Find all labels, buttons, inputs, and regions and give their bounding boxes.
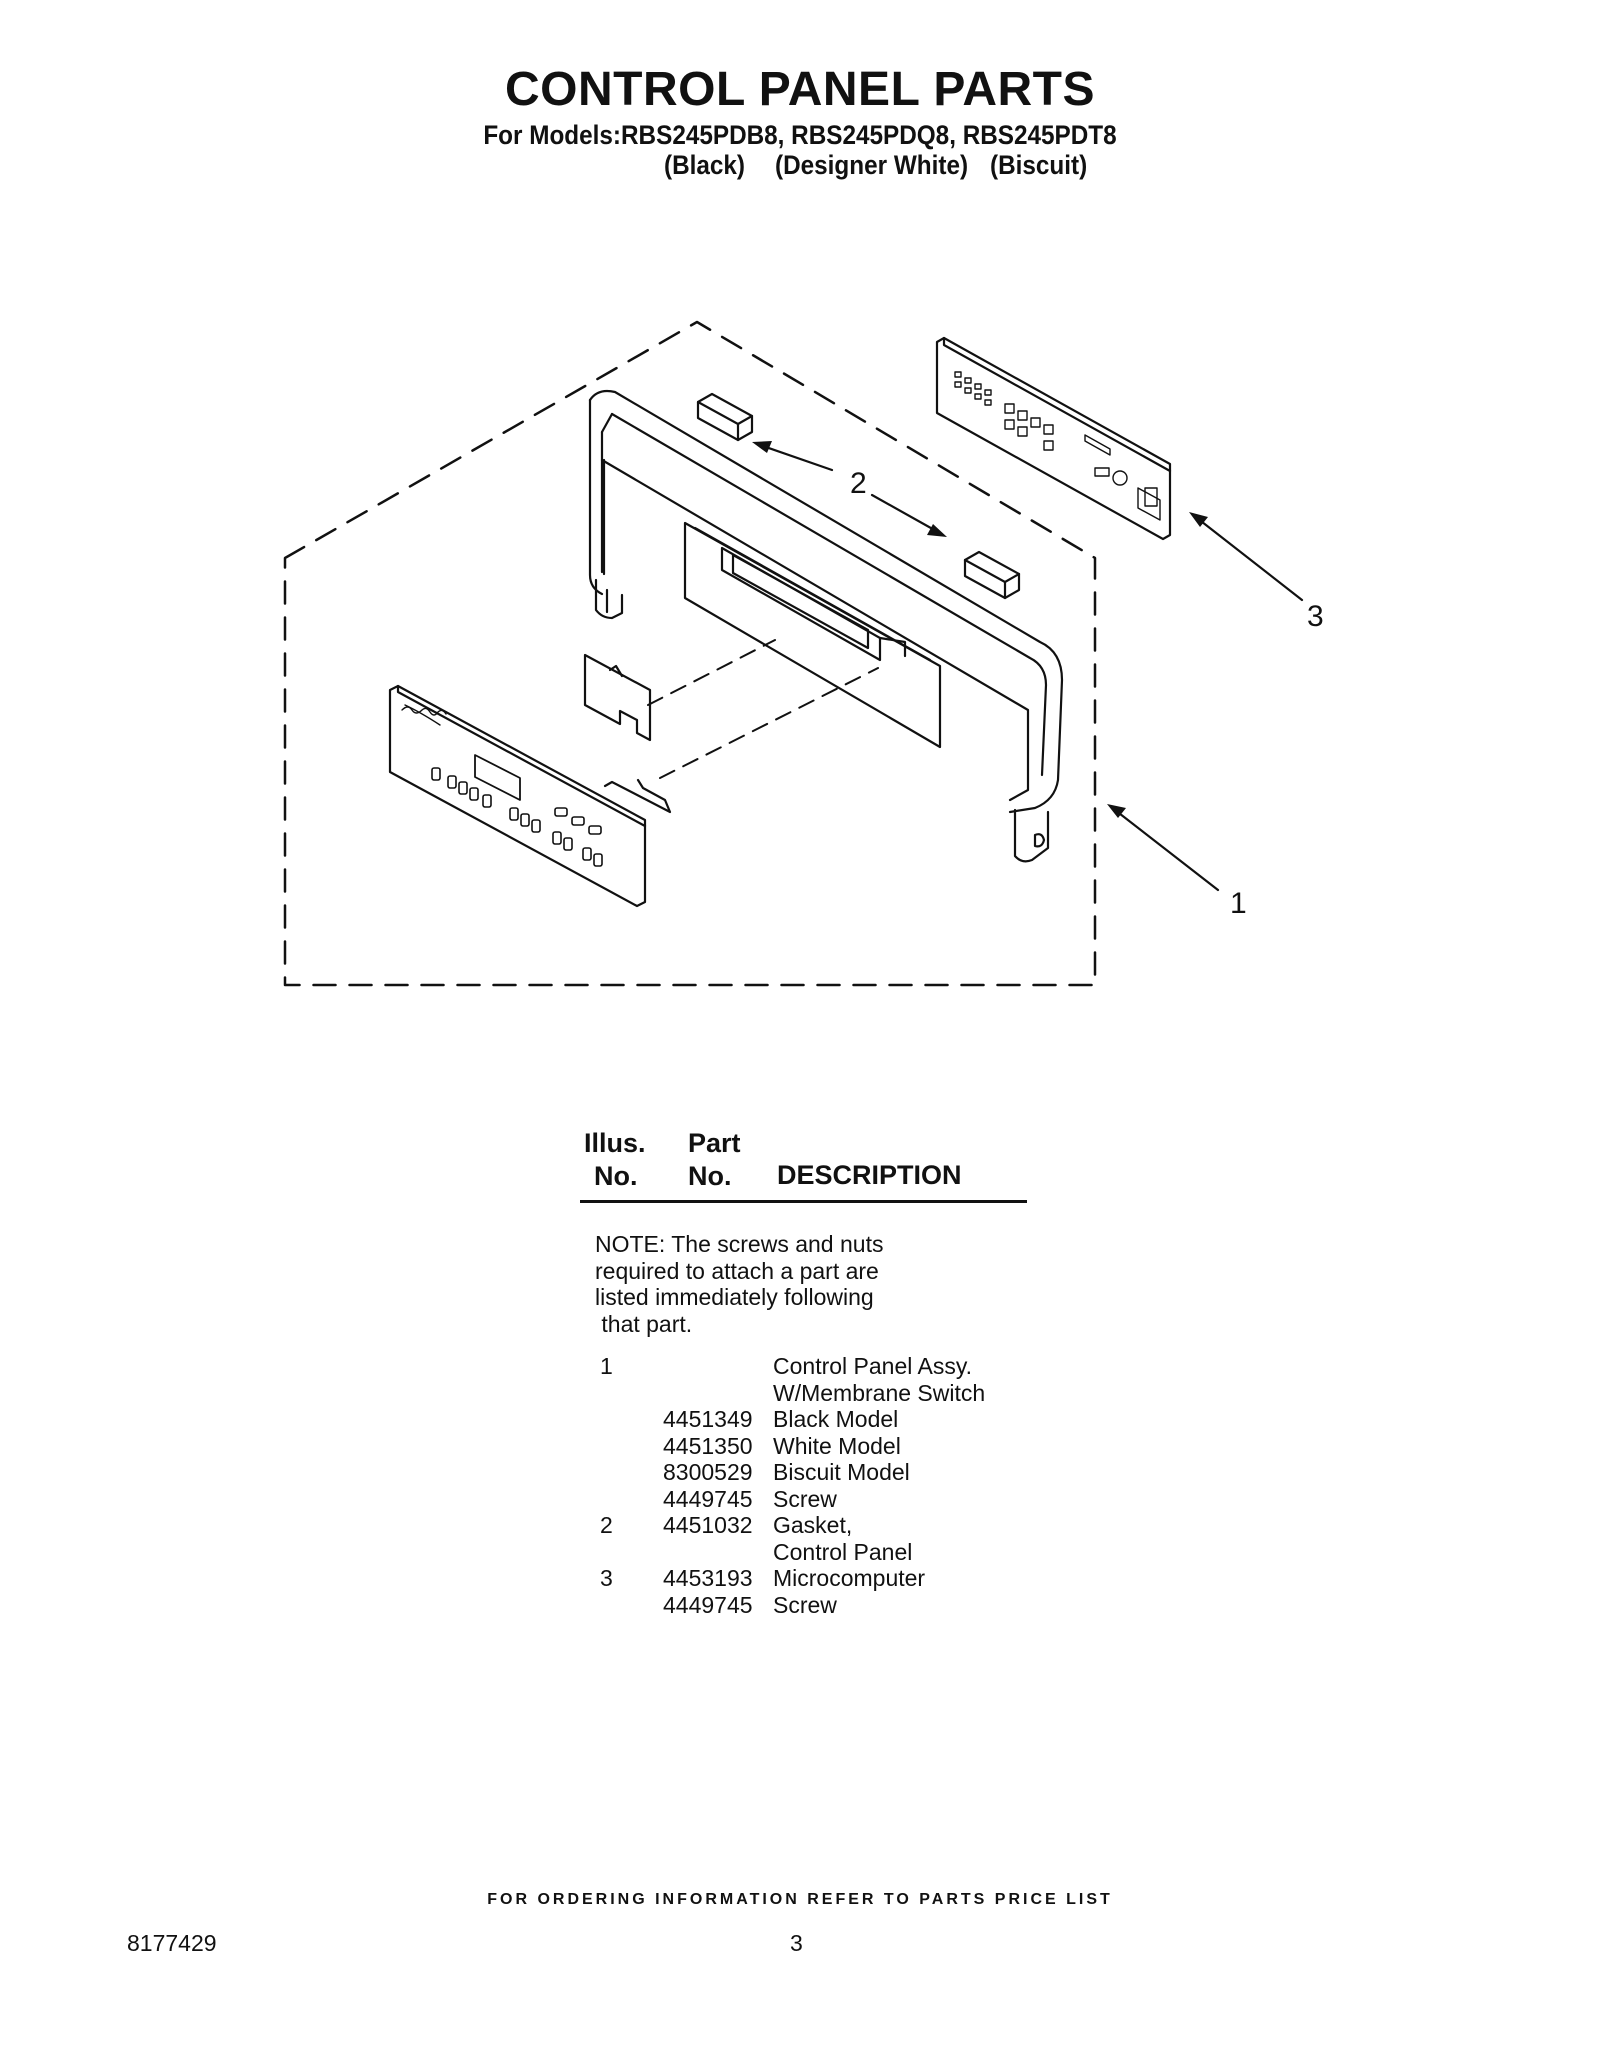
part-no: 4451349 [663,1406,753,1432]
header-part: Part No. [688,1128,741,1192]
part-description: White Model [773,1432,901,1459]
note-text: NOTE: The screws and nuts required to at… [595,1231,935,1337]
part-description: Black Model [773,1406,899,1432]
callout-3: 3 [1307,600,1324,633]
part-description: Screw [773,1485,837,1512]
gasket-upper [696,392,754,442]
control-panel-frame [588,389,1064,863]
part-description: Screw [773,1591,837,1618]
ordering-info: FOR ORDERING INFORMATION REFER TO PARTS … [487,1891,1113,1908]
part-description: Gasket, [773,1512,853,1538]
brand-logo [401,706,447,716]
callout-leaders [758,443,1304,892]
part-description: Control Panel [773,1538,913,1565]
part-no: 8300529 [663,1459,753,1485]
part-no: 4451350 [663,1432,753,1459]
illus-no: 1 [600,1353,613,1379]
header-illus-line1: Illus. [584,1128,646,1158]
membrane-switch-overlay [388,684,672,908]
part-description: Microcomputer [773,1565,926,1591]
note-line: listed immediately following [595,1284,874,1310]
part-description: Biscuit Model [773,1459,910,1485]
part-no: 4453193 [663,1565,753,1591]
models-line: For Models:RBS245PDB8, RBS245PDQ8, RBS24… [483,120,1117,150]
header-illus-line2: No. [594,1161,638,1191]
header-part-line1: Part [688,1128,741,1158]
part-no: 4451032 [663,1512,753,1538]
illus-no: 3 [600,1565,613,1591]
callout-1: 1 [1230,887,1247,920]
gasket-lower [963,550,1021,600]
display-gasket [583,653,652,742]
microcomputer-board [935,336,1172,541]
header-part-line2: No. [688,1161,732,1191]
callout-2: 2 [850,467,867,500]
part-no: 4449745 [663,1591,753,1618]
callout-arrowheads [752,441,1208,818]
alignment-lines [647,639,879,779]
assembly-boundary [283,320,1097,987]
header-illus: Illus. No. [584,1128,646,1192]
page-number: 3 [790,1930,803,1956]
part-description: Control Panel Assy. [773,1353,973,1379]
note-line: required to attach a part are [595,1257,879,1284]
variant-black: (Black) [664,150,746,180]
note-line: NOTE: The screws and nuts [595,1231,884,1257]
exploded-parts-diagram: 2 3 1 [283,320,1324,987]
header-description: DESCRIPTION [777,1160,962,1190]
part-no: 4449745 [663,1485,753,1512]
illus-no: 2 [600,1512,613,1538]
document-number: 8177429 [127,1930,217,1956]
header-rule [580,1200,1027,1203]
variant-biscuit: (Biscuit) [990,150,1088,180]
part-description: W/Membrane Switch [773,1379,986,1406]
note-line: that part. [595,1310,693,1337]
page-title: CONTROL PANEL PARTS [505,63,1095,116]
variant-designer-white: (Designer White) [775,150,969,180]
